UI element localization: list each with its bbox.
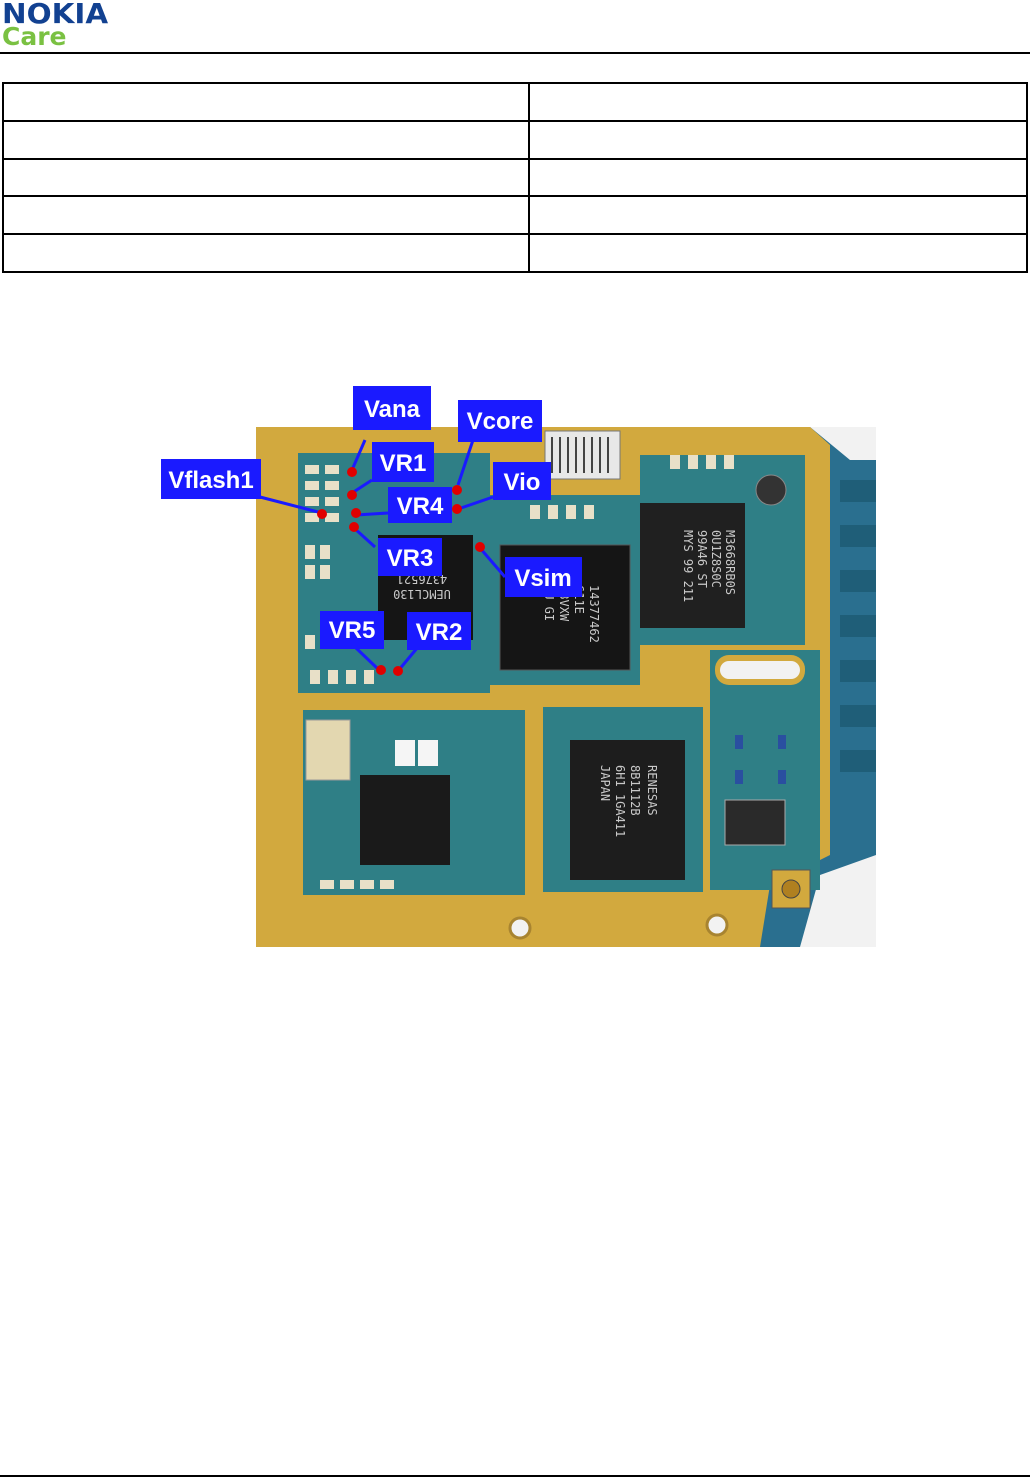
- label-vr2: VR2: [407, 612, 471, 650]
- marker-vr1: [347, 490, 357, 500]
- svg-text:Vsim: Vsim: [514, 565, 571, 592]
- svg-text:Vcore: Vcore: [467, 408, 534, 435]
- marker-vflash1: [317, 509, 327, 519]
- label-vr3: VR3: [378, 538, 442, 576]
- label-vsim: Vsim: [505, 557, 582, 597]
- chip-d-marking-2: 8B1112B: [628, 765, 642, 816]
- label-vio: Vio: [493, 462, 551, 500]
- table-cell: [528, 195, 1028, 236]
- chip-c-marking-4: MYS 99 211: [681, 530, 695, 602]
- label-vflash1: Vflash1: [161, 459, 261, 499]
- table-cell: [2, 157, 530, 198]
- chip-b-marking-1: 14377462: [587, 585, 601, 643]
- table-row: [2, 157, 1028, 198]
- table-row: [2, 233, 1028, 273]
- marker-vr3: [349, 522, 359, 532]
- chip-d-marking-1: RENESAS: [645, 765, 659, 816]
- mounting-hole-right: [705, 913, 729, 937]
- chip-d: [570, 740, 685, 880]
- svg-text:VR5: VR5: [329, 617, 376, 644]
- rf-connector-center: [781, 879, 801, 899]
- chip-e: [360, 775, 450, 865]
- label-vcore: Vcore: [458, 400, 542, 442]
- svg-text:VR1: VR1: [380, 450, 427, 477]
- spec-table: [2, 82, 1028, 273]
- marker-vr4: [351, 508, 361, 518]
- chip-c-marking-3: 99A46 ST: [695, 530, 709, 588]
- label-vana: Vana: [353, 386, 431, 430]
- round-component: [755, 474, 787, 506]
- test-point-markers: [317, 467, 485, 676]
- label-vr5: VR5: [320, 611, 384, 649]
- pcb-figure: UEMCL130 4376521 14377462 611E 18VXW CU …: [160, 385, 876, 947]
- connector-pins: [551, 437, 609, 473]
- logo-nokia-text: NOKIA: [2, 0, 109, 30]
- svg-text:Vana: Vana: [364, 396, 421, 423]
- nokia-care-logo: NOKIA Care: [2, 0, 108, 51]
- component-white-2: [418, 740, 438, 766]
- table-cell: [2, 195, 530, 236]
- marker-vana: [347, 467, 357, 477]
- svg-text:VR4: VR4: [397, 493, 444, 520]
- mounting-hole-left: [508, 916, 532, 940]
- marker-vr2: [393, 666, 403, 676]
- table-row: [2, 82, 1028, 122]
- marker-vcore: [452, 485, 462, 495]
- logo-care-text: Care: [2, 22, 67, 51]
- footer-rule: [0, 1475, 1030, 1477]
- label-vr4: VR4: [388, 487, 452, 523]
- marker-vsim: [475, 542, 485, 552]
- pcb-board-image: UEMCL130 4376521 14377462 611E 18VXW CU …: [161, 386, 876, 947]
- svg-text:VR2: VR2: [416, 619, 463, 646]
- svg-text:VR3: VR3: [387, 545, 434, 572]
- table-cell: [528, 119, 1028, 160]
- leader-lines: [259, 439, 507, 672]
- table-cell: [528, 157, 1028, 198]
- table-row: [2, 119, 1028, 160]
- slot-hole: [720, 661, 800, 679]
- chip-d-marking-3: 6H1 1GA411: [613, 765, 627, 837]
- pcb-edge-notches: [840, 480, 876, 772]
- chip-c: [640, 503, 745, 628]
- label-vr1: VR1: [372, 442, 434, 482]
- compartment-right-strip: [710, 650, 820, 890]
- table-cell: [2, 82, 530, 122]
- blue-components: [735, 735, 786, 784]
- table-cell: [528, 82, 1028, 122]
- chip-a-marking-1: UEMCL130: [393, 587, 451, 601]
- table-cell: [528, 233, 1028, 273]
- chip-c-marking-2: 0U1Z8S0C: [709, 530, 723, 588]
- crystal: [305, 719, 351, 781]
- table-cell: [2, 233, 530, 273]
- component-white-1: [395, 740, 415, 766]
- svg-text:Vio: Vio: [504, 469, 541, 496]
- svg-text:Vflash1: Vflash1: [168, 467, 253, 494]
- marker-vr5: [376, 665, 386, 675]
- table-cell: [2, 119, 530, 160]
- chip-d-marking-4: JAPAN: [598, 765, 612, 801]
- chip-c-marking-1: M3668RB0S: [723, 530, 737, 595]
- table-row: [2, 195, 1028, 236]
- battery-connector: [724, 799, 786, 846]
- header-rule: [0, 52, 1030, 54]
- marker-vio: [452, 504, 462, 514]
